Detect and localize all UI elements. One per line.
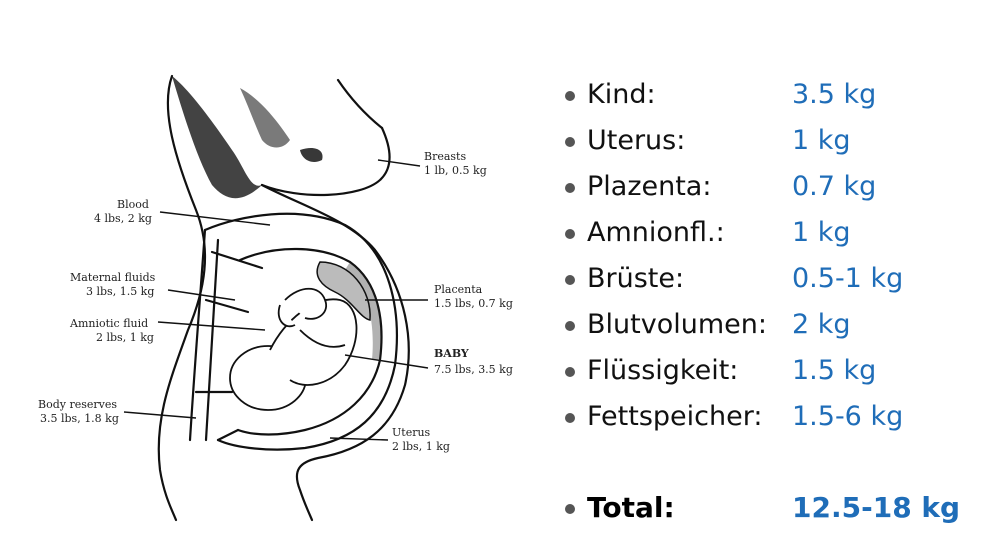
item-name: Amnionfl.: xyxy=(587,217,725,248)
total-value: 12.5-18 kg xyxy=(792,491,961,524)
label-baby-title: BABY xyxy=(434,347,469,360)
label-baby-weight: 7.5 lbs, 3.5 kg xyxy=(434,363,513,376)
list-item: Brüste: 0.5-1 kg xyxy=(560,256,1000,302)
label-amniotic-fluid-title: Amniotic fluid xyxy=(69,317,148,330)
label-amniotic-fluid-weight: 2 lbs, 1 kg xyxy=(96,331,154,344)
list-item: Kind: 3.5 kg xyxy=(560,72,1000,118)
label-body-reserves-weight: 3.5 lbs, 1.8 kg xyxy=(40,412,119,425)
bullet-dot-icon xyxy=(565,504,575,514)
label-placenta-title: Placenta xyxy=(434,283,483,296)
item-name: Flüssigkeit: xyxy=(587,355,739,386)
leader-lines xyxy=(123,159,429,441)
item-value: 1 kg xyxy=(792,125,851,156)
item-value: 2 kg xyxy=(792,309,851,340)
list-item: Flüssigkeit: 1.5 kg xyxy=(560,348,1000,394)
item-value: 0.7 kg xyxy=(792,171,877,202)
bullet-dot-icon xyxy=(565,229,575,239)
label-placenta-weight: 1.5 lbs, 0.7 kg xyxy=(434,297,513,310)
total-row: Total: 12.5-18 kg xyxy=(560,485,1000,531)
bullet-dot-icon xyxy=(565,321,575,331)
bullet-dot-icon xyxy=(565,413,575,423)
label-maternal-fluids-title: Maternal fluids xyxy=(70,271,156,284)
bullet-dot-icon xyxy=(565,367,575,377)
label-uterus-weight: 2 lbs, 1 kg xyxy=(392,440,450,453)
placenta-shape xyxy=(316,261,371,321)
bullet-dot-icon xyxy=(565,275,575,285)
item-value: 1.5-6 kg xyxy=(792,401,904,432)
label-maternal-fluids-weight: 3 lbs, 1.5 kg xyxy=(86,285,154,298)
list-item: Amnionfl.: 1 kg xyxy=(560,210,1000,256)
label-blood-weight: 4 lbs, 2 kg xyxy=(94,212,152,225)
list-item: Blutvolumen: 2 kg xyxy=(560,302,1000,348)
pregnancy-weight-illustration: Breasts 1 lb, 0.5 kg Blood 4 lbs, 2 kg M… xyxy=(38,74,513,522)
weight-gain-list: Kind:3.5 kg Uterus:1 kg Plazenta:0.7 kg … xyxy=(560,72,1000,524)
label-body-reserves-title: Body reserves xyxy=(38,398,117,411)
label-breasts-title: Breasts xyxy=(424,150,466,163)
label-uterus-title: Uterus xyxy=(392,426,431,439)
bullet-dot-icon xyxy=(565,91,575,101)
item-value: 3.5 kg xyxy=(792,79,877,110)
list-item: Plazenta: 0.7 kg xyxy=(560,164,1000,210)
item-name: Fettspeicher: xyxy=(587,401,763,432)
list-item: Fettspeicher: 1.5-6 kg xyxy=(560,394,1000,440)
baby-figure xyxy=(229,287,358,411)
item-value: 1.5 kg xyxy=(792,355,877,386)
item-value: 0.5-1 kg xyxy=(792,263,904,294)
bullet-dot-icon xyxy=(565,183,575,193)
label-breasts-weight: 1 lb, 0.5 kg xyxy=(424,164,487,177)
item-name: Brüste: xyxy=(587,263,685,294)
item-name: Blutvolumen: xyxy=(587,309,767,340)
list-item: Uterus: 1 kg xyxy=(560,118,1000,164)
total-label: Total: xyxy=(587,491,675,524)
item-value: 1 kg xyxy=(792,217,851,248)
item-name: Plazenta: xyxy=(587,171,712,202)
item-name: Uterus: xyxy=(587,125,686,156)
bullet-dot-icon xyxy=(565,137,575,147)
label-blood-title: Blood xyxy=(117,198,149,211)
item-name: Kind: xyxy=(587,79,656,110)
